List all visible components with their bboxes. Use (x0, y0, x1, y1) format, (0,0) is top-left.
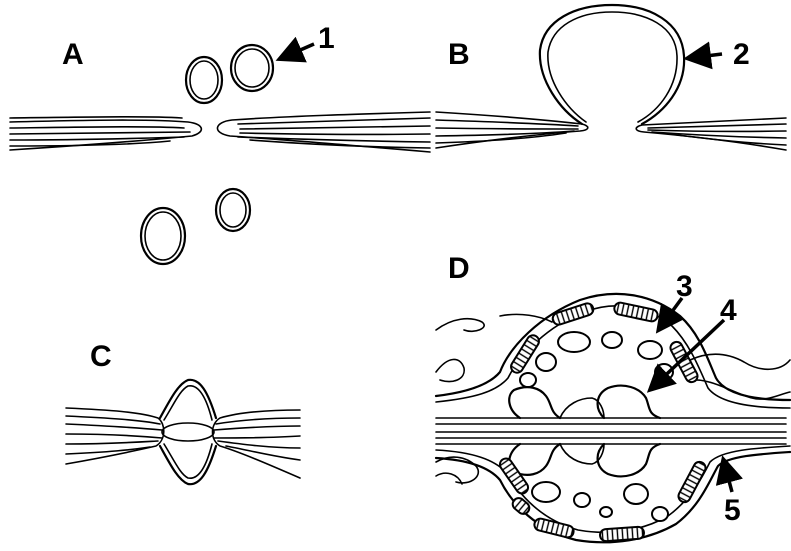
panel-b-left-membrane (436, 112, 588, 148)
panel-a-label: A (62, 38, 84, 71)
panel-a-vesicle (186, 57, 222, 103)
callout-1-arrow (282, 44, 314, 58)
callout-2-label: 2 (733, 38, 750, 71)
panel-d-central-membrane (436, 418, 786, 444)
panel-a-vesicle (231, 45, 273, 91)
panel-b-fused-vesicle (540, 5, 684, 124)
panel-c-label: C (90, 340, 112, 373)
callout-5-label: 5 (724, 494, 741, 527)
panel-a-vesicle (141, 208, 185, 264)
callout-1-label: 1 (318, 22, 335, 55)
panel-c-left-membrane (66, 408, 164, 464)
callout-5-arrow (724, 462, 732, 492)
panel-d: D (436, 252, 790, 542)
panel-d-vesicle-cluster (520, 332, 673, 521)
panel-a-left-membrane (10, 117, 201, 150)
panel-d-fusion-loop (509, 386, 660, 477)
panel-b: B 2 (436, 5, 786, 150)
callout-2-arrow (690, 54, 722, 58)
panel-c-fusion-pore (160, 380, 216, 484)
panel-a-right-membrane (217, 112, 430, 152)
panel-a-vesicle (216, 189, 250, 231)
panel-d-label: D (448, 252, 470, 285)
panel-d-outer-membrane (436, 294, 790, 408)
panel-c: C (66, 340, 300, 484)
panel-b-right-membrane (636, 118, 786, 150)
panel-c-right-membrane (213, 410, 301, 478)
callout-4-label: 4 (720, 294, 737, 327)
callout-3-label: 3 (676, 270, 693, 303)
panel-a: A (10, 22, 430, 264)
panel-b-label: B (448, 38, 470, 71)
